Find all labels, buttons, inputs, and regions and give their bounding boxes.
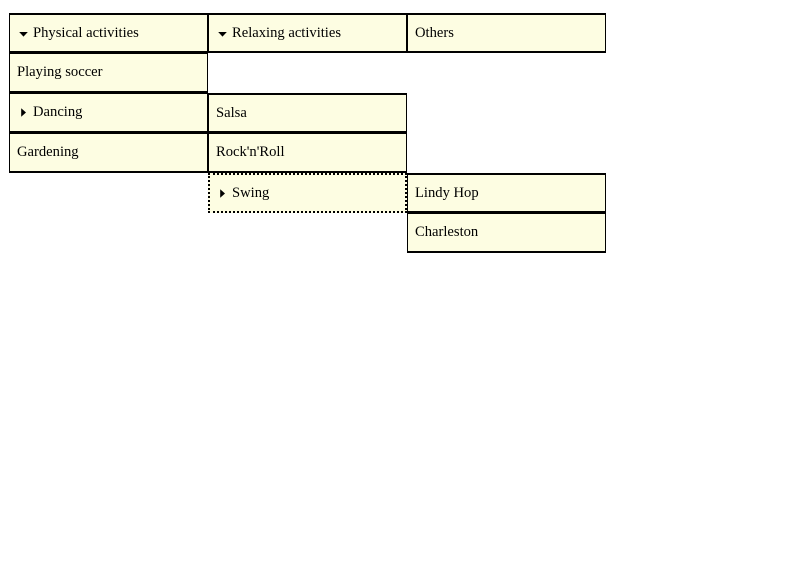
triangle-down-icon[interactable]	[216, 27, 229, 40]
tree-cell[interactable]: Playing soccer	[9, 53, 208, 93]
tree-cell-label: Physical activities	[33, 25, 139, 41]
tree-cell-label: Swing	[232, 185, 270, 201]
triangle-down-icon[interactable]	[17, 27, 30, 40]
triangle-right-icon[interactable]	[17, 106, 30, 119]
empty-slot	[407, 93, 606, 133]
tree-cell-label: Others	[415, 25, 454, 41]
empty-slot	[407, 133, 606, 173]
tree-cell[interactable]: Dancing	[9, 93, 208, 133]
tree-cell[interactable]: Physical activities	[9, 13, 208, 53]
tree-cell[interactable]: Swing	[208, 173, 407, 213]
tree-cell[interactable]: Rock'n'Roll	[208, 133, 407, 173]
tree-cell[interactable]: Charleston	[407, 213, 606, 253]
tree-cell[interactable]: Salsa	[208, 93, 407, 133]
tree-cell[interactable]: Relaxing activities	[208, 13, 407, 53]
empty-slot	[407, 53, 606, 93]
tree-cell-label: Playing soccer	[17, 65, 103, 80]
empty-slot	[208, 53, 407, 93]
triangle-right-icon[interactable]	[216, 187, 229, 200]
tree-cell-label: Charleston	[415, 225, 479, 240]
tree-cell-label: Rock'n'Roll	[216, 145, 285, 160]
tree-cell-label: Lindy Hop	[415, 185, 479, 201]
tree-cell[interactable]: Others	[407, 13, 606, 53]
tree-cell[interactable]: Gardening	[9, 133, 208, 173]
tree-cell-label: Gardening	[17, 145, 79, 160]
tree-cell[interactable]: Lindy Hop	[407, 173, 606, 213]
tree-cell-label: Relaxing activities	[232, 25, 342, 41]
tree-cell-label: Dancing	[33, 105, 83, 120]
tree-cell-label: Salsa	[216, 105, 247, 121]
